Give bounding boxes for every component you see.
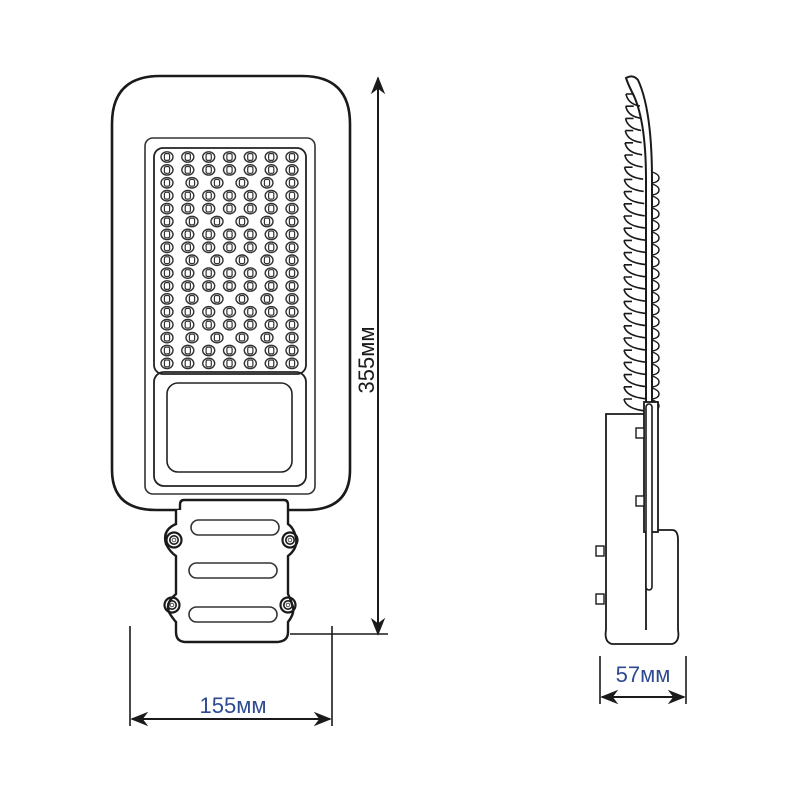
driver-compartment-outer [153, 371, 307, 487]
led-bump [651, 327, 660, 340]
fin [623, 227, 646, 241]
fin [623, 178, 644, 193]
fin [624, 117, 642, 132]
led-bump [651, 315, 660, 328]
width-label: 155мм [200, 693, 267, 718]
fin [623, 349, 647, 363]
side-led-bumps [651, 171, 660, 412]
fin [623, 398, 647, 412]
led-bump [651, 231, 660, 244]
led-bump [651, 171, 660, 184]
side-view [595, 75, 680, 645]
led-bump [651, 339, 660, 352]
fin [623, 300, 647, 315]
fin [624, 129, 642, 144]
led-bump [651, 351, 660, 364]
led-bump [651, 267, 660, 280]
led-bump [651, 303, 660, 316]
fin [624, 154, 643, 168]
fin [624, 142, 643, 156]
fin [623, 312, 647, 327]
led-bump [651, 291, 660, 304]
fin [623, 373, 647, 388]
led-bump [651, 279, 660, 292]
side-tab [635, 495, 645, 507]
fin [623, 264, 647, 278]
inner-panel [144, 137, 316, 495]
side-mount-body [605, 413, 647, 635]
depth-dimension: 57мм [599, 656, 687, 705]
led-bump [651, 363, 660, 376]
depth-label: 57мм [616, 662, 671, 687]
width-dimension: 155мм [129, 626, 333, 727]
heat-sink-fins [623, 93, 647, 412]
led-bump [651, 375, 660, 388]
fin [623, 251, 647, 266]
fin [623, 288, 647, 302]
led-bump [651, 219, 660, 232]
fin [623, 215, 646, 229]
fin [623, 276, 647, 290]
fin [623, 361, 647, 376]
height-dimension: 355мм [290, 76, 388, 636]
side-tab [595, 593, 605, 605]
fin [625, 93, 641, 107]
side-arm [645, 403, 653, 591]
fin [623, 386, 647, 400]
fin [623, 166, 644, 180]
fin [623, 190, 645, 205]
driver-compartment-inner [166, 382, 293, 473]
fin [623, 239, 647, 254]
led-array-frame [153, 147, 307, 375]
side-mount-base [604, 629, 680, 645]
front-view [110, 74, 352, 644]
fin [623, 203, 645, 217]
fin [623, 325, 647, 339]
fin [623, 337, 647, 351]
led-bump [651, 195, 660, 208]
side-tab [635, 427, 645, 439]
led-bump [651, 183, 660, 196]
led-bump [651, 387, 660, 400]
bracket-slot-2 [188, 562, 278, 579]
housing-outline [110, 74, 352, 512]
height-label: 355мм [354, 327, 379, 394]
side-mount-lower [650, 529, 679, 634]
led-bump [651, 243, 660, 256]
fin [624, 105, 641, 119]
led-bump [651, 255, 660, 268]
led-bump [651, 207, 660, 220]
bracket-slot-3 [188, 606, 278, 623]
bracket-slot-1 [190, 519, 280, 536]
side-tab [595, 545, 605, 557]
